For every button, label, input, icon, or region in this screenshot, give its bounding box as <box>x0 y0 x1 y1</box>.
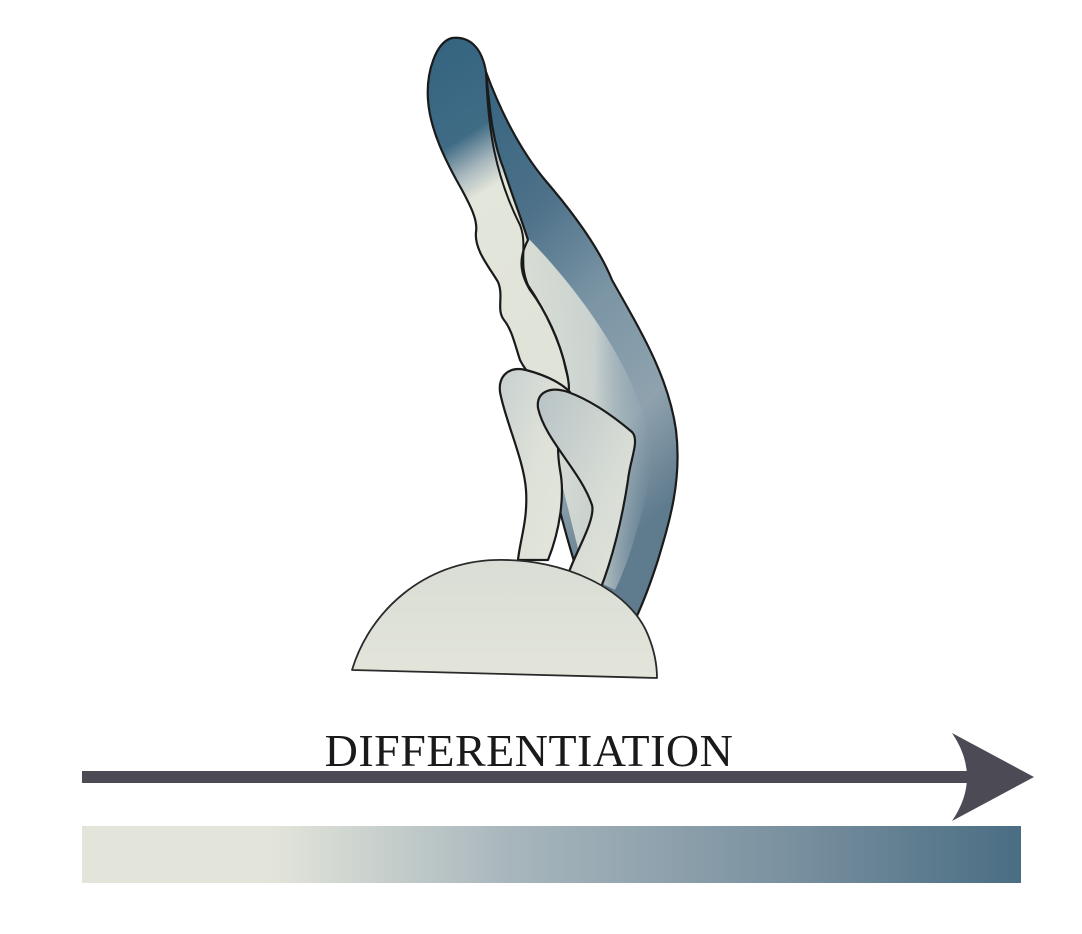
tissue-illustration <box>351 36 679 679</box>
differentiation-gradient-bar <box>82 826 1021 883</box>
axis-arrowhead <box>952 733 1034 821</box>
finger-contour <box>485 71 569 379</box>
axis-label: DIFFERENTIATION <box>325 725 734 776</box>
axis-arrow-shaft <box>82 771 982 783</box>
differentiation-axis: DIFFERENTIATION <box>82 725 1034 883</box>
dome-base <box>351 559 658 679</box>
middle-lobe <box>536 388 637 592</box>
